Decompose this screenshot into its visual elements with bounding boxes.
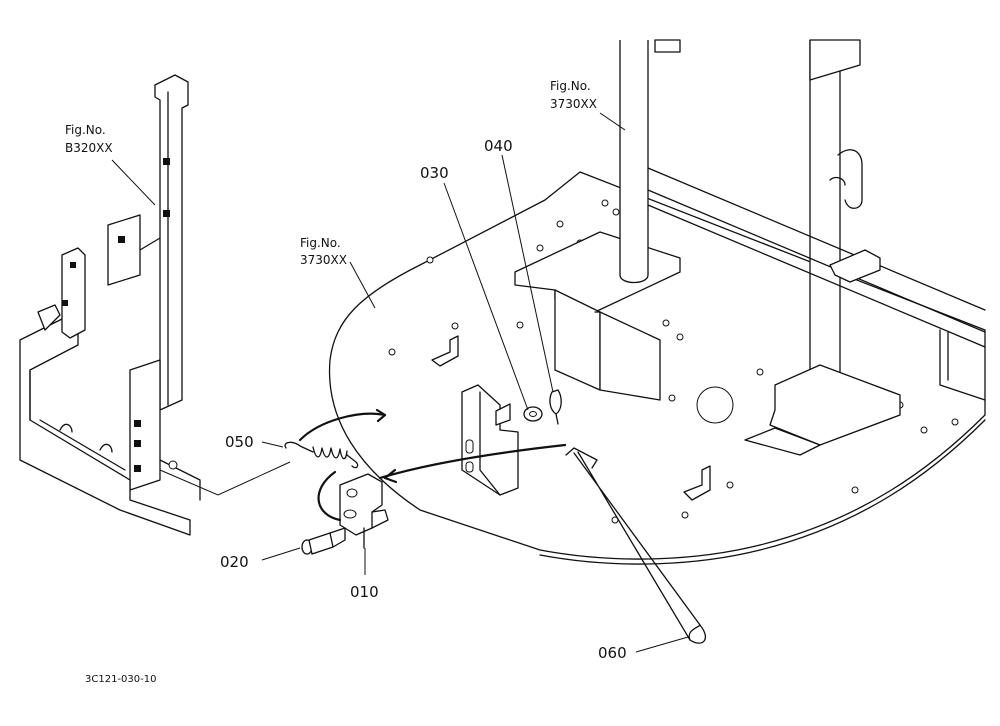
part-label-030: 030: [420, 164, 449, 182]
part-label-020: 020: [220, 553, 249, 571]
part-label-010: 010: [350, 583, 379, 601]
side-frame-rails: [647, 167, 986, 401]
figure-ref-left-line1: Fig.No.: [65, 123, 106, 137]
part-label-060: 060: [598, 644, 627, 662]
assembly-arrows: [298, 408, 567, 522]
part-020-pin: [301, 527, 346, 555]
figure-ref-center-line1: Fig.No.: [300, 236, 341, 250]
part-010-latch-plate: [339, 473, 389, 549]
part-040-cotter-pin: [549, 389, 562, 425]
angle-bracket: [461, 384, 519, 496]
figure-ref-top: Fig.No. 3730XX: [550, 79, 597, 111]
figure-ref-center: Fig.No. 3730XX: [300, 236, 347, 267]
part-030-washer: [523, 406, 543, 422]
figure-ref-top-line1: Fig.No.: [550, 79, 591, 93]
figure-ref-left: Fig.No. B320XX: [65, 123, 113, 155]
figure-ref-top-line2: 3730XX: [550, 97, 597, 111]
left-frame: [19, 74, 201, 536]
post-mount-plate: [744, 364, 901, 456]
drawing-code: 3C121-030-10: [85, 674, 156, 685]
part-060-rod: [565, 447, 706, 644]
vertical-posts: [619, 39, 863, 386]
figure-ref-left-line2: B320XX: [65, 141, 113, 155]
figure-ref-center-line2: 3730XX: [300, 253, 347, 267]
part-label-040: 040: [484, 137, 513, 155]
leader-lines: [111, 112, 689, 653]
part-label-050: 050: [225, 433, 254, 451]
part-050-spring: [284, 441, 359, 469]
